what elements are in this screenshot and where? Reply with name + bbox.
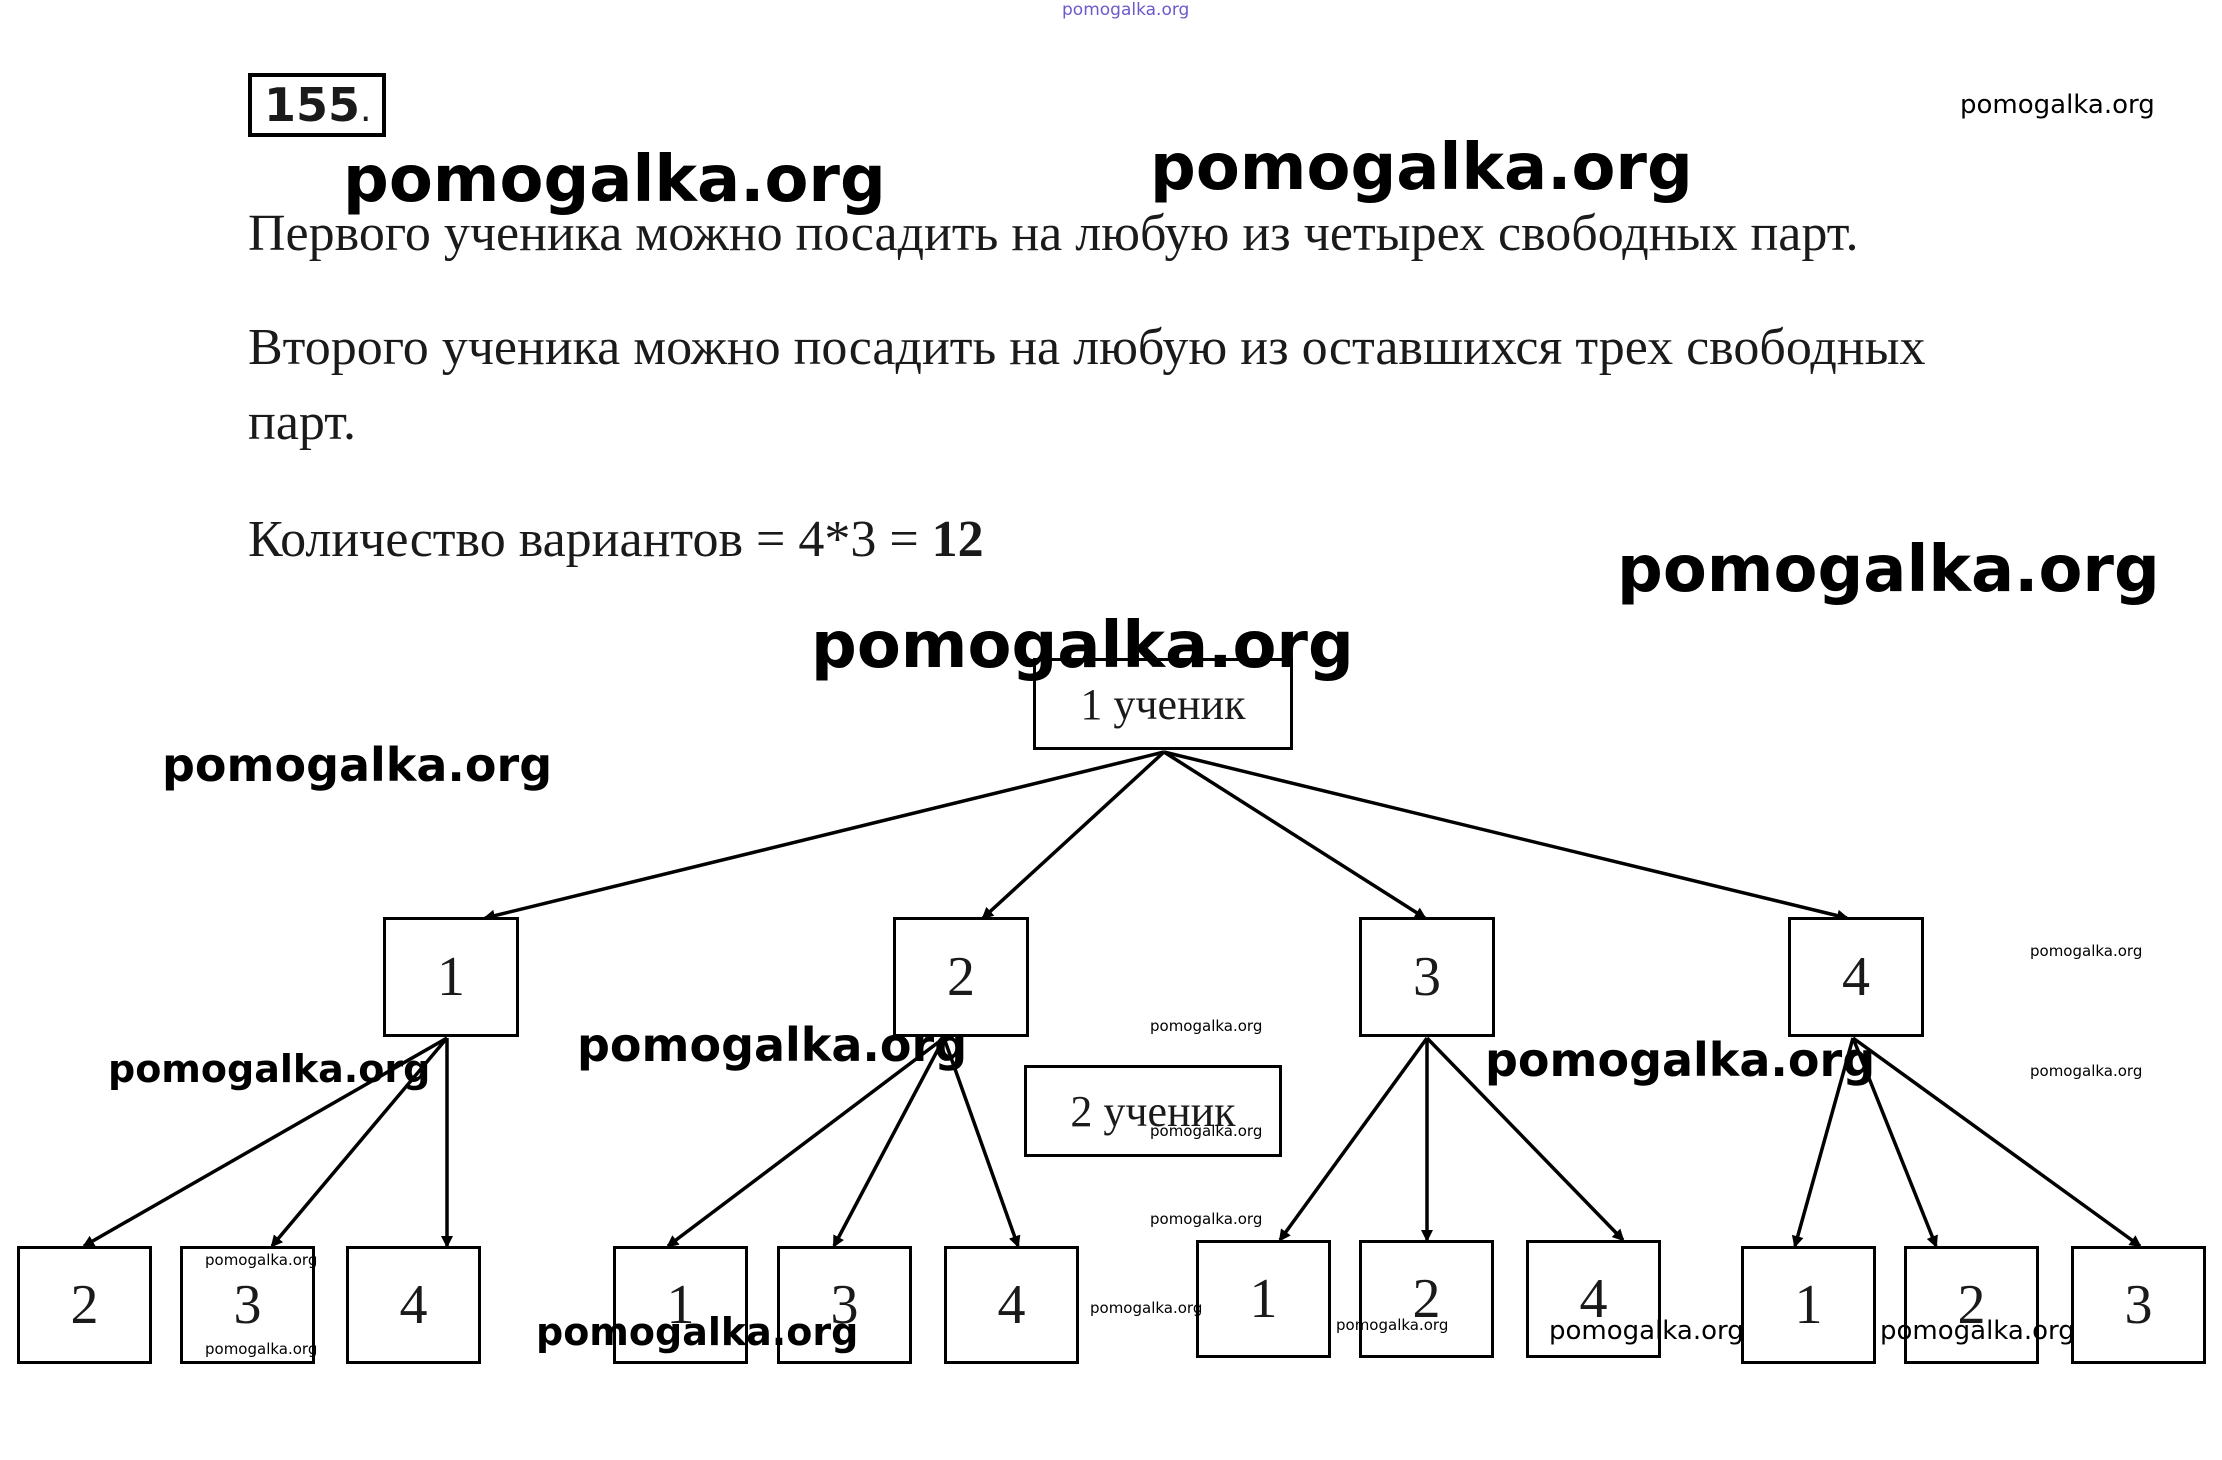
watermark-overlay: pomogalka.org — [536, 1310, 859, 1354]
watermark-overlay: pomogalka.org — [1090, 1299, 1203, 1317]
second-choice-node: 1 — [613, 1246, 748, 1364]
tree-root-label: 1 ученик — [1080, 679, 1246, 729]
second-choice-label: 1 — [1249, 1268, 1278, 1330]
second-choice-node: 4 — [346, 1246, 481, 1364]
tree-edge-arrow — [1163, 750, 1849, 922]
second-choice-label: 3 — [830, 1274, 859, 1336]
tree-edge-arrow — [1851, 1037, 1938, 1248]
watermark-top-tiny: pomogalka.org — [1062, 0, 1190, 20]
level2-label-node: 2 ученик — [1024, 1065, 1282, 1157]
tree-edge-arrow — [1791, 1037, 1855, 1248]
watermark-overlay: pomogalka.org — [343, 143, 886, 217]
second-choice-node: 2 — [17, 1246, 152, 1364]
second-choice-label: 2 — [70, 1274, 99, 1336]
second-choice-label: 3 — [233, 1274, 262, 1336]
answer-prefix: Количество вариантов = 4*3 = — [248, 511, 932, 568]
watermark-overlay: pomogalka.org — [1336, 1316, 1449, 1334]
problem-number-dot: . — [360, 89, 372, 130]
watermark-overlay: pomogalka.org — [1617, 533, 2160, 607]
paragraph-second-student-cont: парт. — [248, 394, 357, 451]
tree-edge-arrow — [1851, 1036, 2142, 1248]
second-choice-label: 4 — [399, 1274, 428, 1336]
second-choice-node: 3 — [2071, 1246, 2206, 1364]
first-choice-node: 3 — [1359, 917, 1495, 1037]
second-choice-node: 4 — [1526, 1240, 1661, 1358]
second-choice-node: 1 — [1741, 1246, 1876, 1364]
paragraph-first-student: Первого ученика можно посадить на любую … — [248, 205, 1859, 262]
watermark-overlay: pomogalka.org — [811, 609, 1354, 683]
second-choice-node: 3 — [777, 1246, 912, 1364]
second-choice-label: 2 — [1957, 1274, 1986, 1336]
watermark-overlay: pomogalka.org — [1150, 131, 1693, 205]
second-choice-label: 1 — [666, 1274, 695, 1336]
first-choice-label: 1 — [437, 946, 465, 1008]
second-choice-label: 4 — [997, 1274, 1026, 1336]
answer-value: 12 — [931, 511, 984, 568]
second-choice-label: 1 — [1794, 1274, 1823, 1336]
tree-edges — [82, 750, 2142, 1248]
watermark-overlay: pomogalka.org — [1549, 1316, 1744, 1346]
second-choice-node: 2 — [1904, 1246, 2039, 1364]
watermark-overlay: pomogalka.org — [1485, 1033, 1876, 1087]
watermark-overlay: pomogalka.org — [1880, 1316, 2075, 1346]
problem-number-value: 155 — [264, 78, 361, 132]
tree-edge-arrow — [832, 1037, 946, 1248]
first-choice-label: 2 — [947, 946, 975, 1008]
level2-label: 2 ученик — [1070, 1086, 1236, 1136]
second-choice-label: 3 — [2124, 1274, 2153, 1336]
second-choice-node: 1 — [1196, 1240, 1331, 1358]
first-choice-label: 4 — [1842, 946, 1870, 1008]
watermark-overlay: pomogalka.org — [577, 1018, 968, 1072]
tree-edge-arrow — [1278, 1036, 1429, 1242]
second-choice-node: 2 — [1359, 1240, 1494, 1358]
tree-edge-arrow — [483, 750, 1165, 922]
second-choice-label: 4 — [1579, 1268, 1608, 1330]
watermark-top-right: pomogalka.org — [1960, 90, 2155, 120]
first-choice-node: 1 — [383, 917, 519, 1037]
tree-edge-arrow — [1163, 750, 1427, 920]
watermark-overlay: pomogalka.org — [108, 1047, 431, 1091]
tree-edge-arrow — [270, 1036, 449, 1248]
tree-edge-arrow — [1425, 1036, 1625, 1242]
paragraph-answer: Количество вариантов = 4*3 = 12 — [248, 502, 984, 577]
problem-number: 155. — [248, 73, 386, 137]
watermark-overlay: pomogalka.org — [162, 738, 553, 792]
watermark-overlay: pomogalka.org — [1150, 1017, 1263, 1035]
first-choice-node: 2 — [893, 917, 1029, 1037]
watermark-overlay: pomogalka.org — [1150, 1210, 1263, 1228]
watermark-overlay: pomogalka.org — [1150, 1122, 1263, 1140]
second-choice-node: 4 — [944, 1246, 1079, 1364]
first-choice-label: 3 — [1413, 946, 1441, 1008]
watermark-overlay: pomogalka.org — [205, 1251, 318, 1269]
tree-edge-arrow — [666, 1036, 946, 1248]
watermark-overlay: pomogalka.org — [2030, 1062, 2143, 1080]
first-choice-node: 4 — [1788, 917, 1924, 1037]
paragraph-second-student: Второго ученика можно посадить на любую … — [248, 319, 1926, 376]
watermark-overlay: pomogalka.org — [205, 1340, 318, 1358]
tree-root-node: 1 ученик — [1033, 658, 1293, 750]
second-choice-label: 2 — [1412, 1268, 1441, 1330]
tree-edge-arrow — [82, 1036, 448, 1248]
tree-edge-arrow — [981, 750, 1166, 920]
tree-edge-arrow — [942, 1037, 1021, 1248]
watermark-overlay: pomogalka.org — [2030, 942, 2143, 960]
second-choice-node: 3 — [180, 1246, 315, 1364]
